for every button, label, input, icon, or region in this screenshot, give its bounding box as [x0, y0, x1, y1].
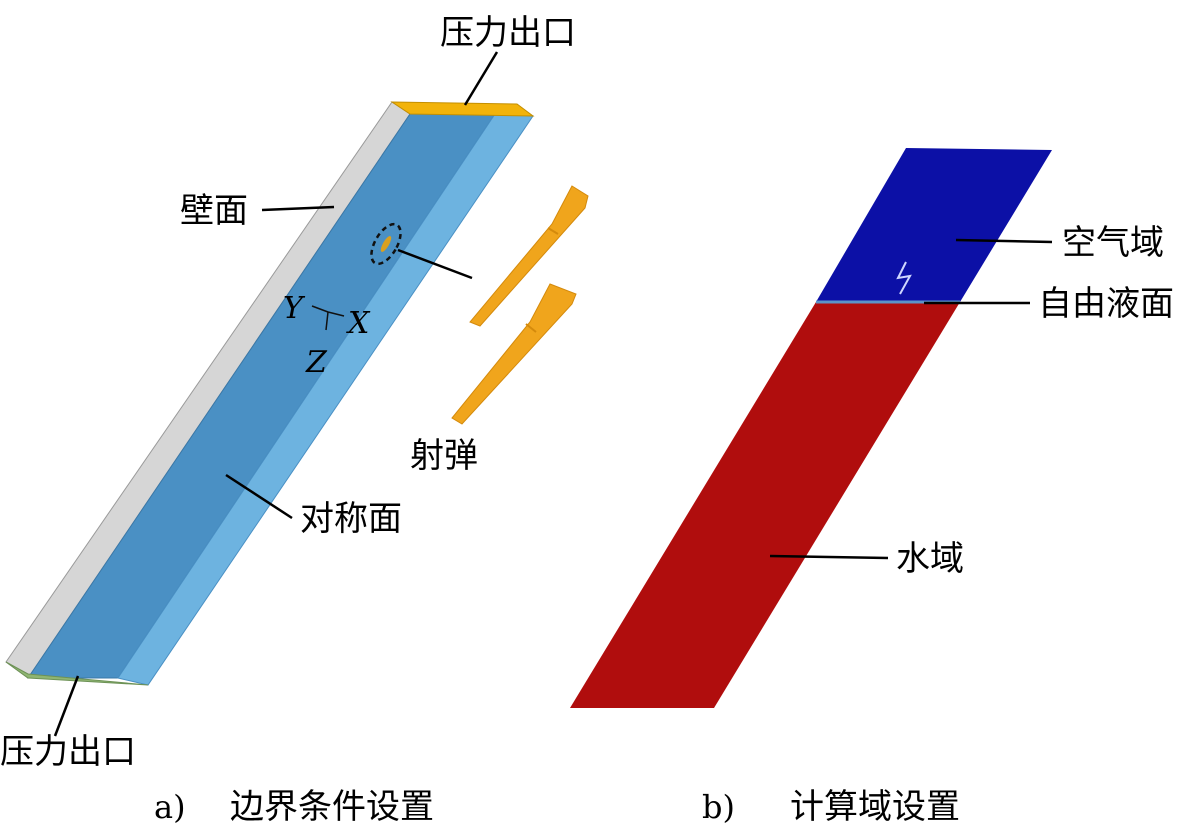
label-water-domain: 水域 — [896, 539, 964, 579]
label-projectile: 射弹 — [410, 436, 478, 476]
leader-symmetry — [225, 473, 293, 520]
pressure-outlet-top-face — [390, 101, 535, 117]
caption-b-title: 计算域设置 — [790, 787, 960, 827]
leader-air — [955, 238, 1053, 244]
label-symmetry: 对称面 — [300, 499, 402, 539]
caption-a-title: 边界条件设置 — [230, 787, 434, 827]
label-pressure-outlet-bottom: 压力出口 — [0, 732, 136, 772]
projectile-small — [380, 236, 392, 252]
leader-wall — [261, 205, 335, 212]
projectile-glyph — [896, 261, 912, 295]
axis-y-label: Y — [283, 291, 306, 326]
label-pressure-outlet-top: 压力出口 — [440, 13, 576, 53]
label-wall: 壁面 — [180, 191, 248, 231]
coordinate-axes: Y X Z — [283, 291, 371, 380]
label-air-domain: 空气域 — [1062, 223, 1164, 263]
label-free-surface: 自由液面 — [1038, 284, 1174, 324]
leader-outlet-top — [463, 51, 499, 106]
leader-projectile — [397, 248, 473, 280]
axis-x-label: X — [346, 306, 371, 341]
leader-water — [769, 554, 889, 560]
projectile-1 — [469, 185, 589, 327]
panel-b-computational-domain: 空气域 自由液面 水域 b) 计算域设置 — [570, 148, 1174, 827]
symmetry-face — [27, 113, 496, 679]
axis-z-label: Z — [305, 345, 328, 380]
water-domain — [570, 302, 960, 708]
projectile-2 — [451, 283, 577, 425]
projectile-location-marker — [370, 222, 402, 266]
caption-b-letter: b) — [702, 788, 735, 826]
panel-a-boundary-conditions: Y X Z 压力出口 壁面 射弹 对称面 压力出口 a) 边界条件设置 — [0, 13, 589, 827]
air-domain — [816, 148, 1052, 302]
caption-a-letter: a) — [154, 788, 186, 826]
leader-outlet-bottom — [53, 675, 80, 737]
